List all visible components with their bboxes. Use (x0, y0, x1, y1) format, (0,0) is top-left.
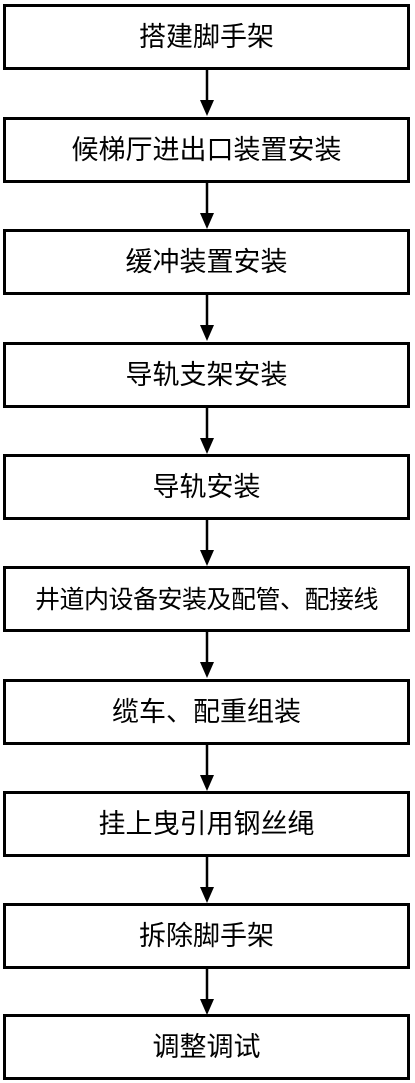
step-label-3: 缓冲装置安装 (125, 246, 288, 278)
arrow-6 (200, 632, 214, 678)
arrow-8 (200, 857, 214, 903)
step-label-7: 缆车、配重组装 (112, 696, 301, 728)
step-label-9: 拆除脚手架 (139, 920, 274, 952)
arrow-4 (200, 408, 214, 454)
step-box-7: 缆车、配重组装 (3, 679, 410, 745)
step-label-2: 候梯厅进出口装置安装 (71, 134, 342, 166)
step-box-6: 井道内设备安装及配管、配接线 (3, 566, 410, 632)
step-box-2: 候梯厅进出口装置安装 (3, 117, 410, 183)
step-box-3: 缓冲装置安装 (3, 229, 410, 295)
step-box-5: 导轨安装 (3, 454, 410, 520)
step-label-5: 导轨安装 (152, 471, 261, 503)
step-label-10: 调整调试 (152, 1031, 261, 1063)
arrow-2 (200, 183, 214, 229)
step-box-9: 拆除脚手架 (3, 903, 410, 969)
arrow-7 (200, 745, 214, 791)
step-box-4: 导轨支架安装 (3, 342, 410, 408)
arrow-3 (200, 295, 214, 341)
step-box-8: 挂上曳引用钢丝绳 (3, 791, 410, 857)
step-box-10: 调整调试 (3, 1014, 410, 1080)
arrow-9 (200, 969, 214, 1015)
step-label-1: 搭建脚手架 (139, 21, 274, 53)
step-label-6: 井道内设备安装及配管、配接线 (34, 584, 379, 614)
arrow-5 (200, 520, 214, 566)
arrow-1 (200, 70, 214, 116)
step-label-4: 导轨支架安装 (125, 359, 288, 391)
step-box-1: 搭建脚手架 (3, 4, 410, 70)
step-label-8: 挂上曳引用钢丝绳 (98, 808, 315, 840)
